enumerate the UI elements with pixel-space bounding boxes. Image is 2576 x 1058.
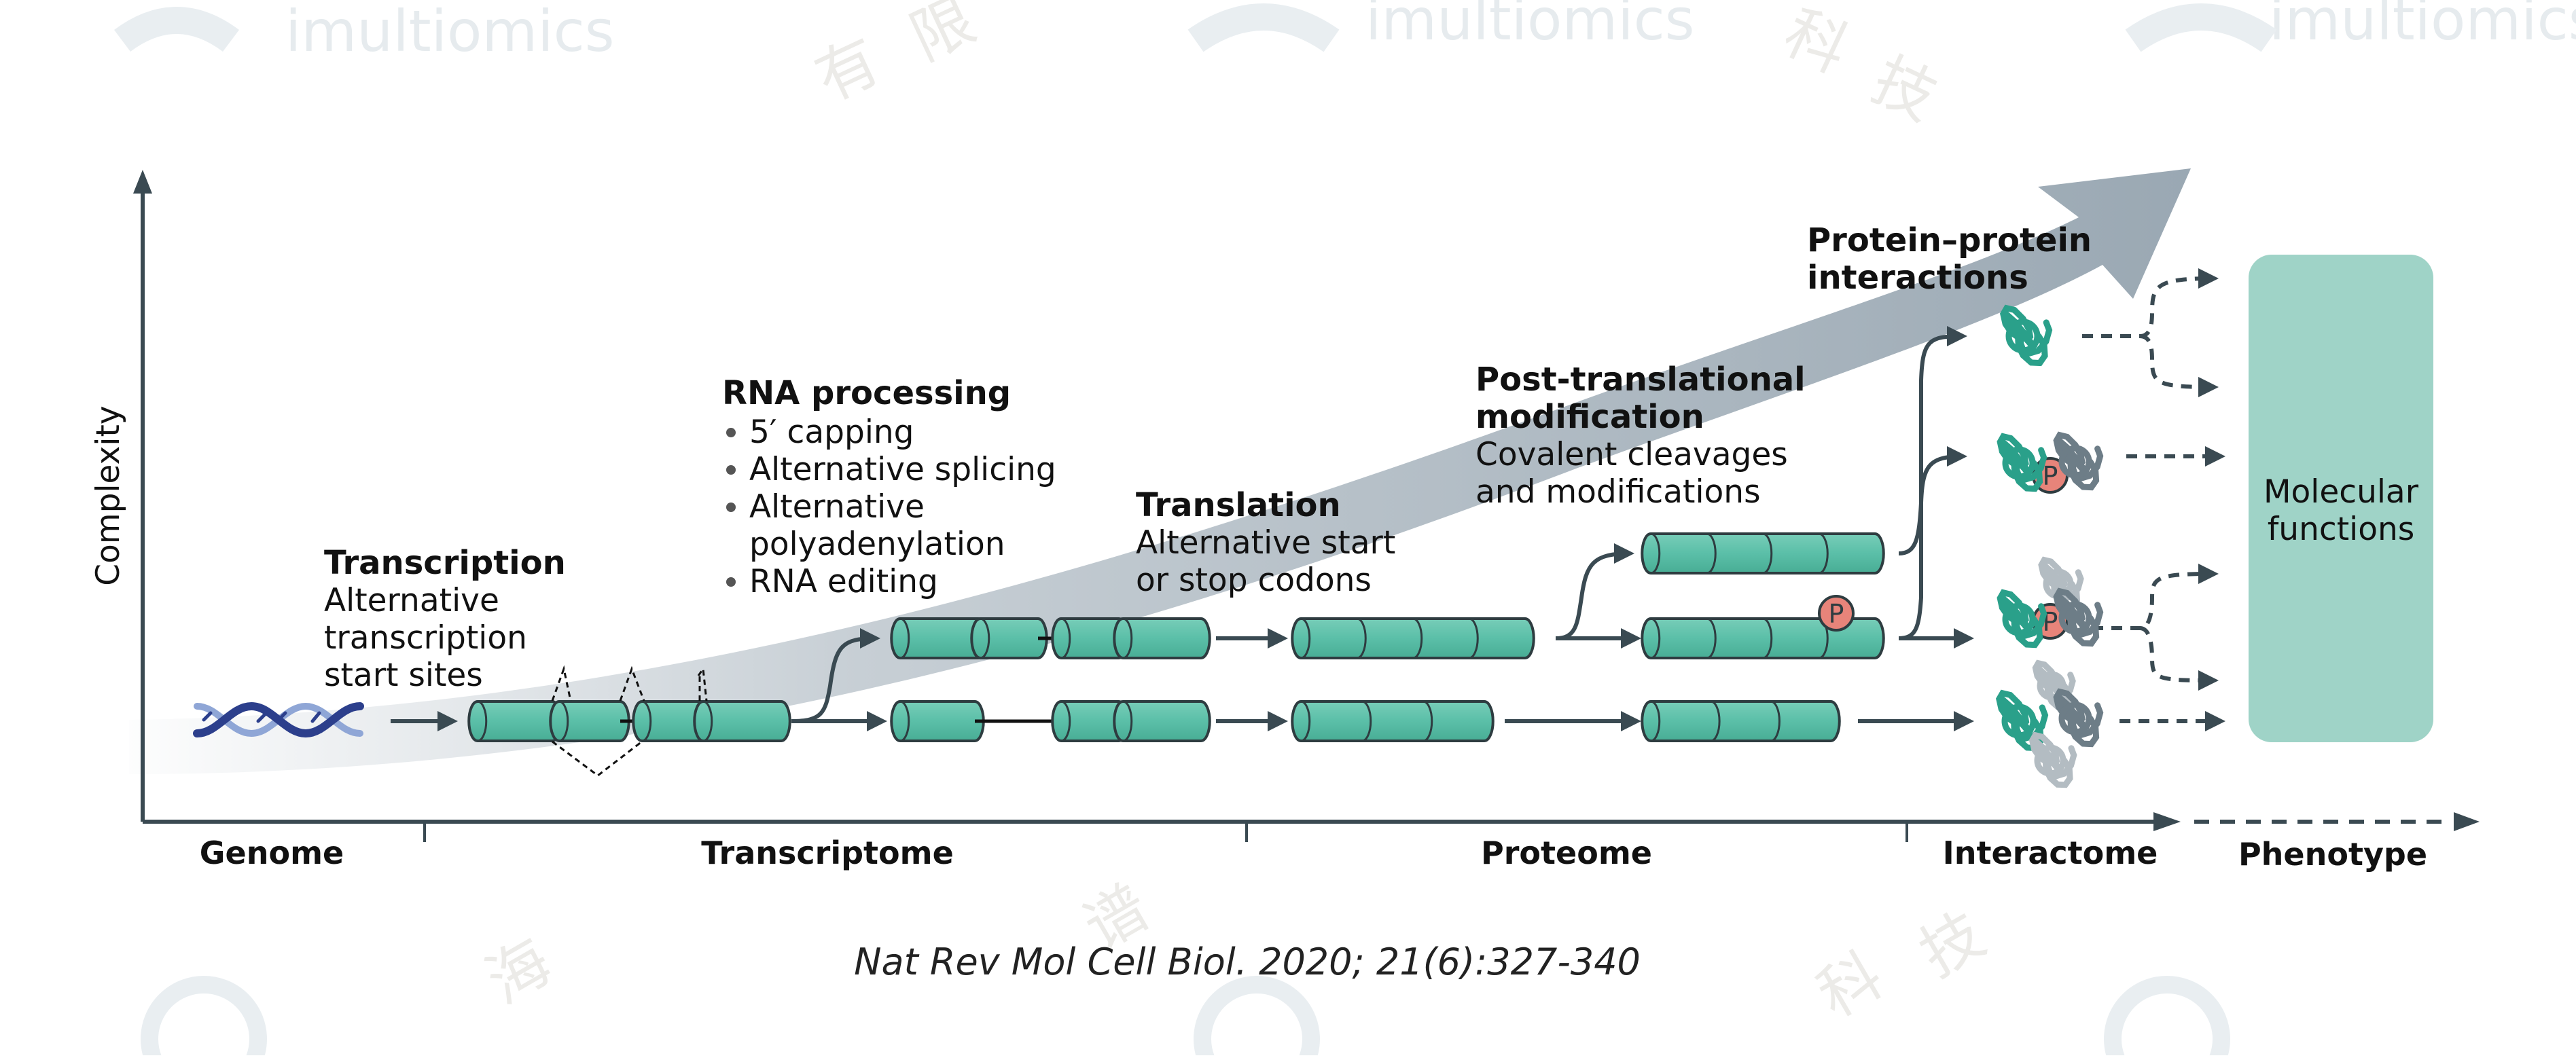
axes <box>133 170 2480 842</box>
ptm-title: Post-translational <box>1475 361 1806 399</box>
protein-chain <box>1291 700 1495 742</box>
phenotype-line-2: functions <box>2268 511 2414 548</box>
protein-coil-icon <box>2053 688 2104 748</box>
watermark-char: 有 <box>805 25 891 115</box>
modified-protein <box>1641 532 1885 574</box>
translation-label: Translation Alternative start or stop co… <box>1136 486 1395 599</box>
x-label-interactome: Interactome <box>1943 835 2158 871</box>
protein-coil-icon <box>2053 587 2104 647</box>
ppi-label: Protein–protein interactions <box>1807 221 2092 297</box>
ppi-title: interactions <box>1807 259 2028 297</box>
citation: Nat Rev Mol Cell Biol. 2020; 21(6):327-3… <box>854 941 1641 983</box>
watermark-char: 海 <box>475 926 563 1018</box>
flow-arrows <box>391 326 1974 731</box>
protein-coil-icon <box>2053 431 2104 491</box>
watermark-char: 科 <box>1806 939 1895 1032</box>
ptm-line: and modifications <box>1475 473 1761 511</box>
transcription-line: start sites <box>324 657 483 694</box>
y-axis-label: Complexity <box>90 405 127 585</box>
protein-coil-icon <box>1996 689 2049 752</box>
modified-protein <box>1641 617 1885 659</box>
protein-coil-icon <box>2032 659 2076 711</box>
ptm-title: modification <box>1475 398 1704 436</box>
watermark-brand: imultiomics <box>285 0 615 65</box>
mrna-exon <box>890 700 985 742</box>
x-label-transcriptome: Transcriptome <box>701 835 954 871</box>
watermark-char: 科 <box>1774 0 1859 87</box>
ptm-label: Post-translational modification Covalent… <box>1475 361 1806 511</box>
x-label-genome: Genome <box>200 835 344 871</box>
protein-coil-icon <box>2028 731 2077 788</box>
gene-exon <box>693 700 791 742</box>
svg-text:P: P <box>2043 461 2058 491</box>
rna-processing-label: RNA processing 5′ capping Alternative sp… <box>722 374 1056 600</box>
watermark-char: 限 <box>900 0 986 75</box>
gene-exon <box>467 700 562 742</box>
transcription-line: Alternative <box>324 582 499 619</box>
modified-protein <box>1641 700 1841 742</box>
rna-bullet-cont: polyadenylation <box>749 526 1005 563</box>
watermark-brand: imultiomics <box>1365 0 1695 53</box>
transcription-title: Transcription <box>324 544 566 582</box>
phenotype-line-1: Molecular <box>2264 473 2419 511</box>
translation-title: Translation <box>1136 486 1341 524</box>
mrna-exon <box>970 617 1048 659</box>
ptm-line: Covalent cleavages <box>1475 436 1788 473</box>
watermark-char: 技 <box>1908 898 1997 991</box>
x-label-proteome: Proteome <box>1481 835 1652 871</box>
mrna-exon <box>1113 617 1211 659</box>
translation-line: Alternative start <box>1136 524 1395 562</box>
dashed-phenotype-arrows <box>2082 268 2225 731</box>
protein-chain <box>1291 617 1535 659</box>
watermark-brand: imultiomics <box>2269 0 2576 53</box>
transcription-line: transcription <box>324 619 527 657</box>
rna-bullet: RNA editing <box>749 563 938 600</box>
gene-exon <box>549 700 630 742</box>
protein-coil-icon <box>1997 589 2047 649</box>
rna-bullet: Alternative splicing <box>749 451 1056 488</box>
phenotype-box: Molecular functions <box>2249 255 2433 742</box>
ppi-title: Protein–protein <box>1807 221 2092 259</box>
exon-cylinders <box>467 532 1885 777</box>
svg-text:P: P <box>1829 599 1844 629</box>
rna-bullet: 5′ capping <box>749 414 914 451</box>
transcription-label: Transcription Alternative transcription … <box>324 544 566 694</box>
protein-complexes <box>1996 304 2104 788</box>
x-label-phenotype: Phenotype <box>2238 836 2427 873</box>
protein-coil-icon <box>1997 433 2047 492</box>
rna-processing-title: RNA processing <box>722 374 1011 412</box>
watermark-char: 技 <box>1862 44 1948 134</box>
rna-bullet: Alternative <box>749 488 925 526</box>
dna-helix-icon <box>193 701 364 738</box>
mrna-exon <box>1113 700 1211 742</box>
phospho-mark: P <box>1818 595 1855 632</box>
translation-line: or stop codons <box>1136 562 1372 599</box>
protein-coil-icon <box>2000 304 2053 367</box>
